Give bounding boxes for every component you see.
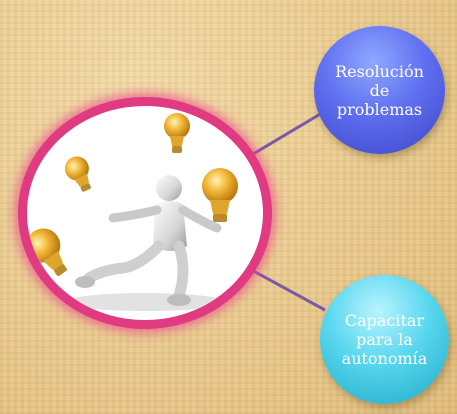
- lightbulb-icon: [202, 168, 238, 222]
- node-label: Resolución de problemas: [335, 62, 424, 119]
- lightbulb-icon: [27, 222, 77, 283]
- central-image-circle: [18, 97, 272, 329]
- node-resolucion-de-problemas: Resolución de problemas: [314, 26, 445, 154]
- juggling-figure-illustration: [27, 106, 263, 320]
- lightbulb-icon: [164, 113, 190, 153]
- node-label: Capacitar para la autonomía: [342, 311, 428, 368]
- juggler-figure: [75, 175, 217, 306]
- node-capacitar-para-la-autonomia: Capacitar para la autonomía: [320, 275, 449, 404]
- ground-shadow: [65, 293, 225, 311]
- lightbulb-icon: [61, 153, 98, 196]
